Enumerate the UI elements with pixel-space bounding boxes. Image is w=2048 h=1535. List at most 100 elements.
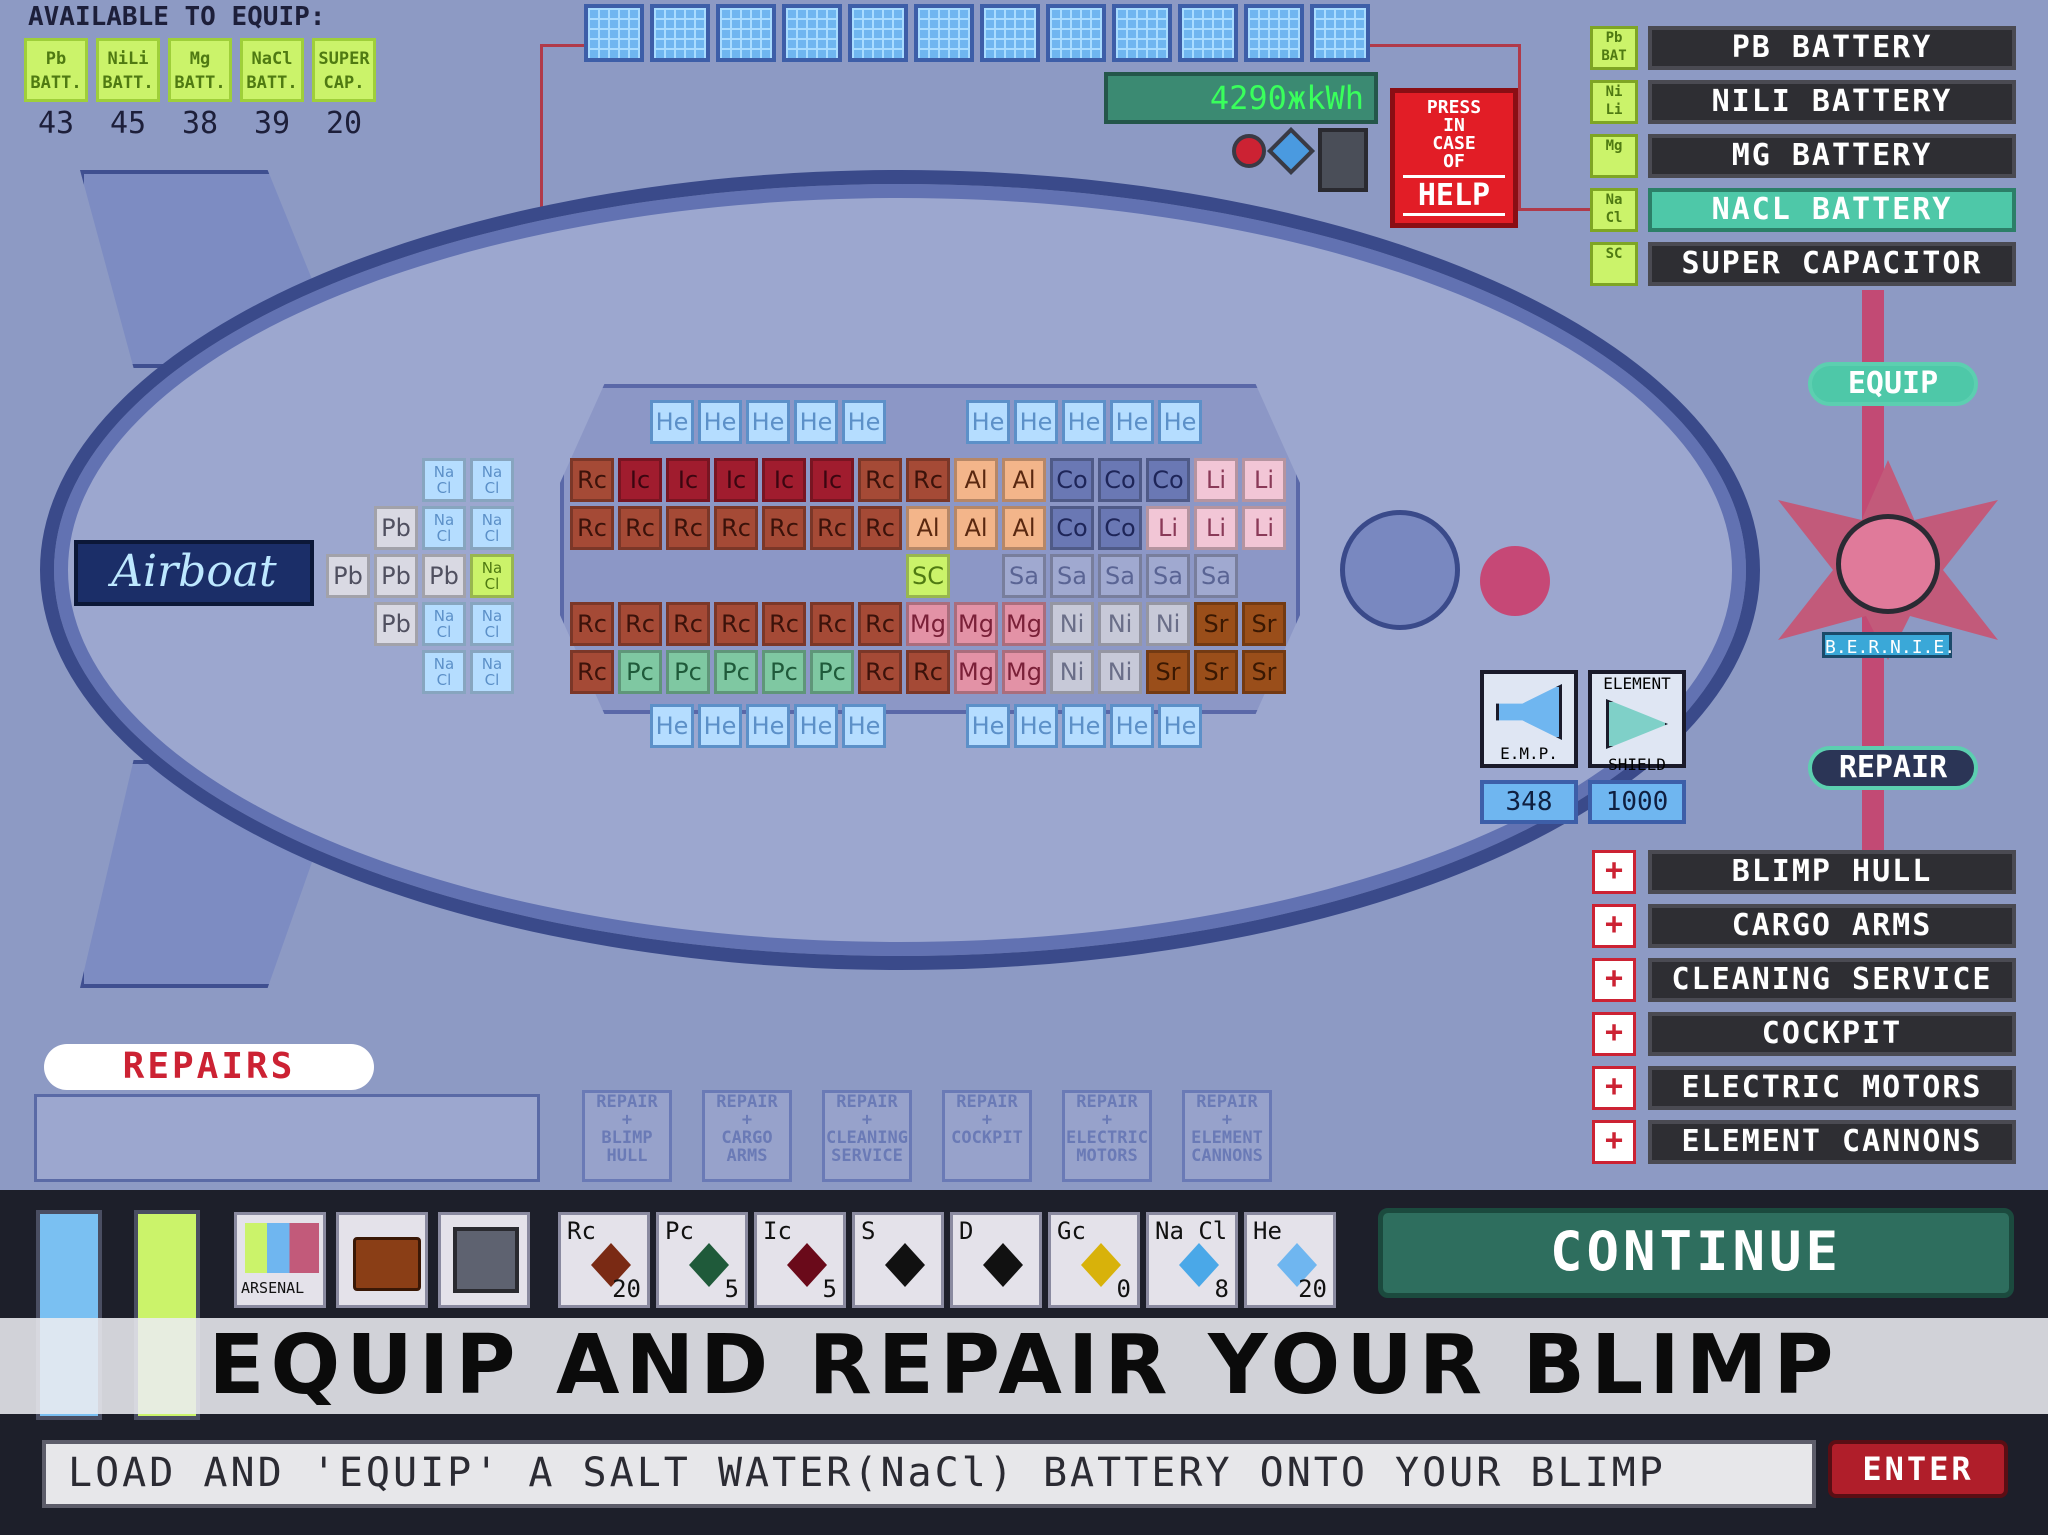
emp-weapon[interactable]: E.M.P. — [1480, 670, 1578, 768]
safe-button[interactable] — [438, 1212, 530, 1308]
repair-button[interactable]: REPAIR — [1808, 746, 1978, 790]
robot-bernie[interactable]: B.E.R.N.I.E. — [1768, 460, 2008, 680]
plus-icon[interactable]: + — [1592, 904, 1636, 948]
cargo-cell[interactable]: He — [842, 400, 886, 444]
cargo-cell[interactable]: Ni — [1098, 650, 1142, 694]
cargo-cell[interactable]: Rc — [906, 650, 950, 694]
cargo-cell[interactable]: He — [746, 704, 790, 748]
cargo-cell[interactable]: Ic — [714, 458, 758, 502]
cargo-cell[interactable]: Sa — [1194, 554, 1238, 598]
cargo-cell[interactable]: He — [698, 400, 742, 444]
cargo-cell[interactable]: Ic — [762, 458, 806, 502]
cargo-cell[interactable]: Pc — [618, 650, 662, 694]
repair-item-button[interactable]: ELECTRIC MOTORS — [1648, 1066, 2016, 1110]
cargo-cell[interactable]: Mg — [954, 602, 998, 646]
cargo-cell[interactable]: He — [966, 400, 1010, 444]
cargo-cell[interactable]: Sr — [1194, 602, 1238, 646]
cargo-cell[interactable]: He — [1062, 400, 1106, 444]
cargo-cell[interactable]: Sr — [1242, 650, 1286, 694]
cargo-cell[interactable]: Rc — [762, 602, 806, 646]
battery-button[interactable]: PB BATTERY — [1648, 26, 2016, 70]
cargo-cell[interactable]: Rc — [906, 458, 950, 502]
cargo-cell[interactable]: Sa — [1050, 554, 1094, 598]
repair-slot[interactable]: REPAIR+COCKPIT — [942, 1090, 1032, 1182]
cargo-cell[interactable]: Ic — [666, 458, 710, 502]
cargo-cell[interactable]: Pb — [422, 554, 466, 598]
cargo-cell[interactable]: Na Cl — [470, 458, 514, 502]
continue-button[interactable]: CONTINUE — [1378, 1208, 2014, 1298]
cargo-cell[interactable]: Pb — [326, 554, 370, 598]
cargo-cell[interactable]: Al — [906, 506, 950, 550]
suitcase-button[interactable] — [336, 1212, 428, 1308]
cargo-cell[interactable]: He — [1014, 704, 1058, 748]
cargo-cell[interactable]: Pc — [714, 650, 758, 694]
cargo-cell[interactable]: Rc — [762, 506, 806, 550]
cargo-cell[interactable]: Li — [1194, 506, 1238, 550]
cargo-cell[interactable]: Mg — [1002, 650, 1046, 694]
cargo-cell[interactable]: Li — [1242, 458, 1286, 502]
cargo-cell[interactable]: Al — [1002, 458, 1046, 502]
cargo-cell[interactable]: Li — [1242, 506, 1286, 550]
cargo-cell[interactable]: He — [1062, 704, 1106, 748]
cargo-cell[interactable]: Ni — [1146, 602, 1190, 646]
plus-icon[interactable]: + — [1592, 1012, 1636, 1056]
equip-button[interactable]: EQUIP — [1808, 362, 1978, 406]
cargo-cell[interactable]: He — [650, 704, 694, 748]
cargo-cell[interactable]: He — [1158, 400, 1202, 444]
cargo-cell[interactable]: He — [1158, 704, 1202, 748]
battery-button[interactable]: NILI BATTERY — [1648, 80, 2016, 124]
cargo-cell[interactable]: Rc — [618, 506, 662, 550]
cargo-cell[interactable]: Sa — [1146, 554, 1190, 598]
cargo-cell[interactable]: Pc — [810, 650, 854, 694]
cargo-cell[interactable]: He — [1110, 704, 1154, 748]
cargo-cell[interactable]: Na Cl — [422, 602, 466, 646]
cargo-cell[interactable]: Na Cl — [422, 506, 466, 550]
cargo-cell[interactable]: Pc — [666, 650, 710, 694]
cargo-cell[interactable]: He — [794, 400, 838, 444]
repair-item-button[interactable]: BLIMP HULL — [1648, 850, 2016, 894]
cargo-cell[interactable]: Rc — [570, 506, 614, 550]
cargo-cell[interactable]: He — [1014, 400, 1058, 444]
cargo-cell[interactable]: Sa — [1002, 554, 1046, 598]
radio-icon[interactable] — [1318, 128, 1368, 192]
cargo-cell[interactable]: Mg — [954, 650, 998, 694]
cargo-cell[interactable]: Li — [1194, 458, 1238, 502]
cargo-cell[interactable]: Rc — [810, 506, 854, 550]
cargo-cell[interactable]: Na Cl — [470, 554, 514, 598]
plus-icon[interactable]: + — [1592, 958, 1636, 1002]
battery-button[interactable]: SUPER CAPACITOR — [1648, 242, 2016, 286]
inventory-item[interactable]: D — [950, 1212, 1042, 1308]
cargo-cell[interactable]: Rc — [570, 650, 614, 694]
cargo-cell[interactable]: Pb — [374, 554, 418, 598]
cargo-cell[interactable]: Rc — [858, 458, 902, 502]
cargo-cell[interactable]: Rc — [810, 602, 854, 646]
help-button[interactable]: PRESS IN CASE OF HELP — [1390, 88, 1518, 228]
cargo-cell[interactable]: Ni — [1050, 602, 1094, 646]
cargo-cell[interactable]: Rc — [570, 458, 614, 502]
cargo-cell[interactable]: Al — [1002, 506, 1046, 550]
cargo-cell[interactable]: SC — [906, 554, 950, 598]
inventory-item[interactable]: S — [852, 1212, 944, 1308]
arsenal-button[interactable]: ARSENAL — [234, 1212, 326, 1308]
cargo-cell[interactable]: Na Cl — [470, 506, 514, 550]
record-icon[interactable] — [1232, 134, 1266, 168]
cargo-cell[interactable]: Sr — [1242, 602, 1286, 646]
cargo-cell[interactable]: Ni — [1098, 602, 1142, 646]
cargo-cell[interactable]: He — [966, 704, 1010, 748]
plus-icon[interactable]: + — [1592, 1066, 1636, 1110]
cargo-cell[interactable]: Pb — [374, 506, 418, 550]
cargo-cell[interactable]: He — [698, 704, 742, 748]
cargo-cell[interactable]: He — [794, 704, 838, 748]
